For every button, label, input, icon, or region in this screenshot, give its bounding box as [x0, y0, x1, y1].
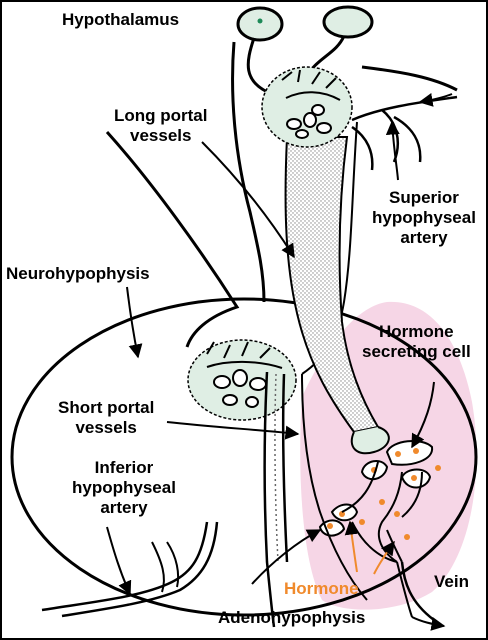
long-portal-vessels-label: Long portal vessels — [114, 106, 208, 145]
hormone-arrows — [344, 520, 395, 575]
adenohypophysis-label: Adenohypophysis — [218, 608, 366, 627]
hypothalamic-neuron-left — [236, 6, 284, 42]
pituitary-gland-outline — [10, 297, 478, 617]
vein-vessel — [400, 561, 435, 621]
leader-arrows — [106, 93, 453, 631]
hypothalamus-outline-left — [231, 41, 266, 303]
adenohypophysis-inner-edge — [301, 373, 368, 601]
neuron-nucleus — [257, 18, 263, 24]
arrow-short-portal — [166, 421, 300, 440]
hormone-label: Hormone — [284, 579, 359, 598]
arrow-long-portal — [201, 141, 295, 259]
hormone-secreting-cell-label: Hormone secreting cell — [362, 322, 471, 361]
short-portal-dotted — [274, 373, 279, 563]
neurohypophysis-boundary — [105, 130, 240, 348]
superior-artery-branch — [351, 95, 458, 171]
capillary-loops-top — [286, 104, 332, 139]
superior-hypophyseal-artery-label: Superior hypophyseal artery — [372, 188, 476, 247]
arrow-inferior-artery — [106, 526, 132, 596]
hormone-granules — [327, 448, 441, 540]
long-portal-terminal-loop — [350, 426, 390, 455]
hypothalamus-label: Hypothalamus — [62, 10, 180, 29]
arrow-superior-artery — [385, 120, 400, 181]
capillary-loops-middle — [213, 369, 267, 408]
hypothalamic-neuron-right — [322, 5, 374, 39]
arrow-adenohypophysis — [251, 529, 322, 585]
vein-label: Vein — [434, 572, 469, 591]
vessel-branches-bottom — [151, 541, 180, 593]
axon-left — [246, 37, 273, 96]
short-portal-vessel — [263, 371, 289, 628]
neurohypophysis-label: Neurohypophysis — [6, 264, 150, 283]
inferior-hypophyseal-artery-label: Inferior hypophyseal artery — [72, 458, 176, 517]
arrow-neurohypophysis — [126, 286, 143, 359]
hypothalamus-floor — [361, 65, 458, 92]
adenohypophysis-capillaries — [341, 461, 423, 618]
capillary-branches-middle — [206, 341, 283, 369]
inferior-hypophyseal-artery-vessel — [41, 521, 219, 618]
arrow-hormone-cell — [411, 381, 435, 449]
arrow-superior-inflow — [418, 93, 453, 107]
arrow-vein — [411, 616, 446, 631]
capillary-branches-top — [281, 69, 341, 101]
short-portal-vessels-label: Short portal vessels — [58, 398, 155, 437]
